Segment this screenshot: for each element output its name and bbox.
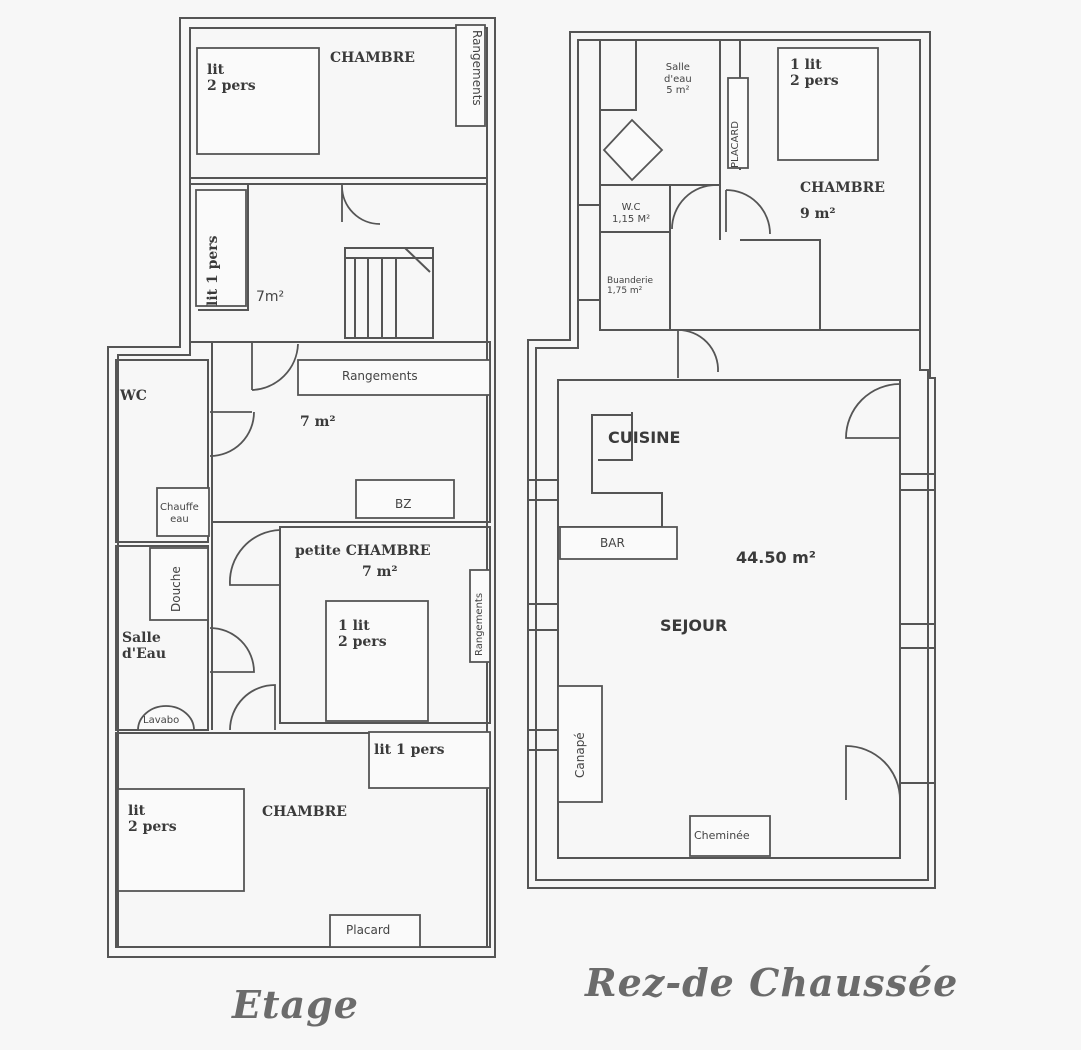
etage-shower-label: Douche xyxy=(169,566,183,612)
shower xyxy=(149,547,209,621)
etage-petite-storage-label: Rangements xyxy=(474,592,485,656)
etage-chambre-bottom-single-bed-label: lit 1 pers xyxy=(374,742,445,758)
rdc-furniture xyxy=(557,47,879,857)
rdc-doors xyxy=(671,184,901,801)
etage-chambre-top-storage-label: Rangements xyxy=(470,30,484,106)
etage-7m2-area: 7m² xyxy=(256,289,285,305)
washbasin xyxy=(137,705,195,731)
etage-chambre-bottom-bed-label: lit 2 pers xyxy=(128,803,177,836)
rdc-placard xyxy=(727,77,749,169)
etage-heater-label: Chauffe eau xyxy=(160,502,199,525)
bed-single-bottom xyxy=(368,731,491,789)
water-heater xyxy=(156,487,210,537)
etage-7m2-bed-label: lit 1 pers xyxy=(205,235,221,306)
etage-hall-area: 7 m² xyxy=(300,414,336,430)
rdc-buanderie-label: Buanderie 1,75 m² xyxy=(607,276,654,297)
rdc-chambre-label: CHAMBRE xyxy=(800,180,885,196)
rdc-sejour-label: SEJOUR xyxy=(660,616,728,635)
etage-title: Etage xyxy=(232,982,359,1027)
rdc-chambre-area: 9 m² xyxy=(800,206,836,222)
bed-double-bottom xyxy=(117,788,245,892)
etage-petite-bed-label: 1 lit 2 pers xyxy=(338,618,387,651)
fireplace xyxy=(689,815,771,857)
rdc-salle-eau-label: Salle d'eau 5 m² xyxy=(664,62,692,96)
rdc-bed xyxy=(777,47,879,161)
bed-double-top xyxy=(196,47,320,155)
etage-closet-label: Placard xyxy=(346,923,391,937)
rdc-wc-label: W.C 1,15 M² xyxy=(612,202,651,225)
etage-basin-label: Lavabo xyxy=(143,715,180,726)
rdc-bar-label: BAR xyxy=(600,536,625,550)
closet-bottom xyxy=(329,914,421,948)
etage-furniture xyxy=(117,24,491,948)
storage-petite xyxy=(469,569,491,663)
rdc-sejour-area: 44.50 m² xyxy=(736,548,816,567)
shower-diamond xyxy=(602,118,664,182)
etage-bz-label: BZ xyxy=(395,497,412,511)
etage-salle-eau-label: Salle d'Eau xyxy=(122,630,166,663)
bed-single-7m2 xyxy=(195,189,247,307)
etage-chambre-top-bed-label: lit 2 pers xyxy=(207,62,256,95)
etage-wc-label: WC xyxy=(120,388,147,404)
rdc-canape-label: Canapé xyxy=(573,732,587,778)
hall-storage xyxy=(297,359,491,396)
storage-top xyxy=(455,24,486,127)
etage-petite-chambre-area: 7 m² xyxy=(362,564,398,580)
rdc-title: Rez-de Chaussée xyxy=(585,960,959,1005)
etage-petite-chambre-label: petite CHAMBRE xyxy=(295,543,431,559)
etage-chambre-top-label: CHAMBRE xyxy=(330,50,415,66)
rdc-placard-label: PLACARD xyxy=(730,121,741,168)
etage-chambre-bottom-label: CHAMBRE xyxy=(262,804,347,820)
sofa xyxy=(557,685,603,803)
bz-sofa xyxy=(355,479,455,519)
bed-double-petite xyxy=(325,600,429,722)
rdc-cheminee-label: Cheminée xyxy=(694,829,750,842)
bar-counter xyxy=(559,526,678,560)
rdc-bed-label: 1 lit 2 pers xyxy=(790,57,839,90)
rdc-walls xyxy=(527,31,936,889)
etage-doors xyxy=(209,184,381,731)
rdc-cuisine-label: CUISINE xyxy=(608,428,681,447)
etage-hall-storage-label: Rangements xyxy=(342,369,418,383)
